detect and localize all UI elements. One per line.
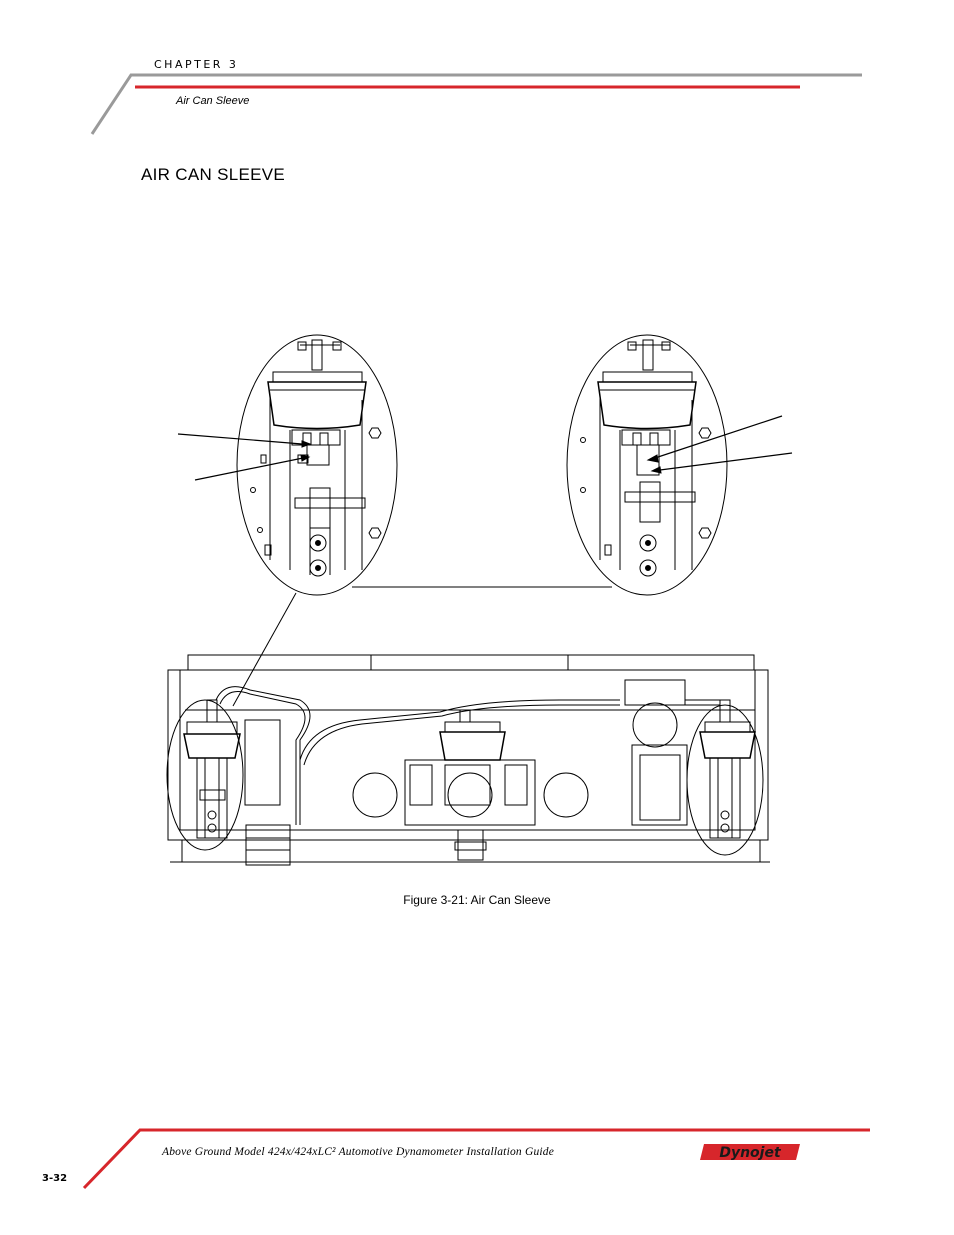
- chapter-label: CHAPTER 3: [154, 58, 239, 71]
- figure-caption: Figure 3-21: Air Can Sleeve: [403, 893, 551, 907]
- header-gray-rule: [90, 73, 862, 135]
- right-detail-view: [566, 334, 793, 596]
- footer-red-rule: [82, 1128, 870, 1190]
- footer-guide-title: Above Ground Model 424x/424xLC² Automoti…: [162, 1146, 555, 1158]
- svg-text:Dynojet: Dynojet: [719, 1145, 782, 1161]
- left-detail-view: [177, 334, 398, 596]
- page-number: 3-32: [42, 1173, 68, 1184]
- running-title: Air Can Sleeve: [176, 95, 250, 107]
- main-assembly-view: [166, 654, 770, 866]
- section-title: AIR CAN SLEEVE: [141, 165, 286, 184]
- dynojet-logo: Dynojet: [700, 1144, 800, 1161]
